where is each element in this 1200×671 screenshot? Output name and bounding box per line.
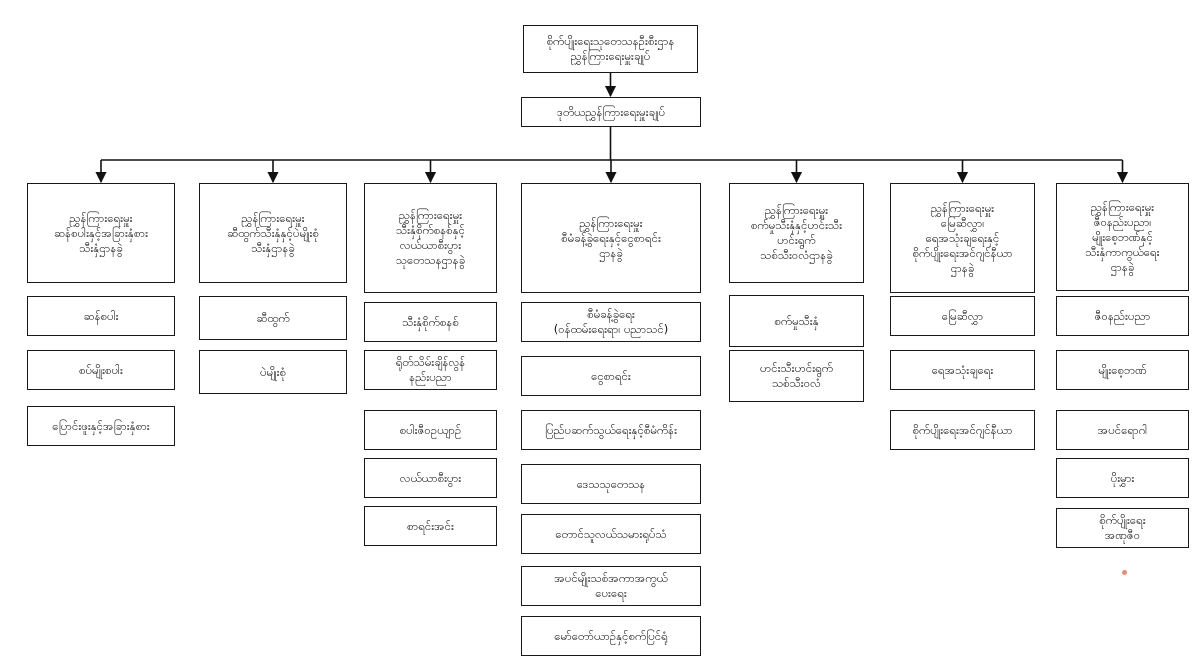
unit-box-4-5: တောင်သူလယ်သမားရုပ်သံ	[521, 514, 701, 554]
unit-box-2-2: ပဲမျိုးစုံ	[199, 350, 347, 394]
unit-box-7-3: အပင်ရောဂါ	[1056, 410, 1189, 450]
deputy-director-general-box: ဒုတိယညွှန်ကြားရေးမှူးချုပ်	[521, 97, 701, 127]
unit-box-7-1: ဇီဝနည်းပညာ	[1056, 296, 1189, 336]
unit-box-4-3: ပြည်ပဆက်သွယ်ရေးနှင့်စီမံကိန်း	[521, 410, 701, 450]
unit-box-5-2: ဟင်းသီးဟင်းရွက် သစ်သီးဝလံ	[729, 350, 864, 402]
unit-box-6-1: မြေဆီလွှာ	[890, 296, 1035, 336]
division-head-3: ညွှန်ကြားရေးမှူး သီးနှံစိုက်စနစ်နှင့် လယ…	[364, 183, 497, 293]
division-head-5: ညွှန်ကြားရေးမှူး စက်မှုသီးနှံနှင့်ဟင်းသီ…	[729, 183, 864, 283]
unit-box-1-2: စပ်မျိုးစပါး	[27, 350, 175, 390]
division-head-7: ညွှန်ကြားရေးမှူး ဇီဝနည်းပညာ၊ မျိုးစေ့ဘဏ်…	[1056, 183, 1189, 291]
unit-box-6-3: စိုက်ပျိုးရေးအင်ဂျင်နီယာ	[890, 410, 1035, 450]
unit-box-2-1: ဆီထွက်	[199, 296, 347, 340]
unit-box-4-4: ဒေသသုတေသန	[521, 464, 701, 504]
unit-box-4-2: ငွေစာရင်း	[521, 356, 701, 396]
unit-box-6-2: ရေအသုံးချရေး	[890, 350, 1035, 390]
division-head-6: ညွှန်ကြားရေးမှူး မြေဆီလွှာ၊ ရေအသုံးချရေး…	[890, 183, 1035, 293]
director-general-box: စိုက်ပျိုးရေးသုတေသနဦးစီးဌာန ညွှန်ကြားရေး…	[523, 25, 698, 73]
unit-box-7-4: ပိုးမွှား	[1056, 458, 1189, 498]
division-head-1: ညွှန်ကြားရေးမှူး ဆန်စပါးနှင့်အခြားနှံစား…	[27, 183, 175, 283]
unit-box-3-5: စာရင်းအင်း	[364, 506, 497, 546]
unit-box-3-2: ရိုတ်သိမ်းချိန်လွန် နည်းပညာ	[364, 350, 497, 390]
unit-box-4-7: မော်တော်ယာဉ်နှင့်စက်ပြင်ရုံ	[521, 616, 701, 656]
division-head-4: ညွှန်ကြားရေးမှူး စီမံခန့်ခွဲရေးနှင့်ငွေစ…	[521, 183, 701, 293]
unit-box-4-1: စီမံခန့်ခွဲရေး (ဝန်ထမ်းရေးရာ၊ ပညာသင်)	[521, 302, 701, 342]
unit-box-7-5: စိုက်ပျိုးရေး အဏုဇီဝ	[1056, 508, 1189, 548]
unit-box-1-3: ပြောင်းဖူးနှင့်အခြားနှံစား	[27, 406, 175, 446]
unit-box-3-3: စပါးဇီဝဥယျာဉ်	[364, 410, 497, 450]
unit-box-7-2: မျိုးစေ့ဘဏ်	[1056, 350, 1189, 390]
unit-box-4-6: အပင်မျိုးသစ်အကာအကွယ် ပေးရေး	[521, 566, 701, 606]
division-head-2: ညွှန်ကြားရေးမှူး ဆီထွက်သီးနှံနှင့်ပဲမျို…	[199, 183, 347, 283]
unit-box-5-1: စက်မှုသီးနှံ	[729, 295, 864, 347]
unit-box-1-1: ဆန်စပါး	[27, 296, 175, 336]
stray-mark	[1122, 570, 1127, 575]
unit-box-3-1: သီးနှံစိုက်စနစ်	[364, 302, 497, 342]
unit-box-3-4: လယ်ယာစီးပွား	[364, 458, 497, 498]
